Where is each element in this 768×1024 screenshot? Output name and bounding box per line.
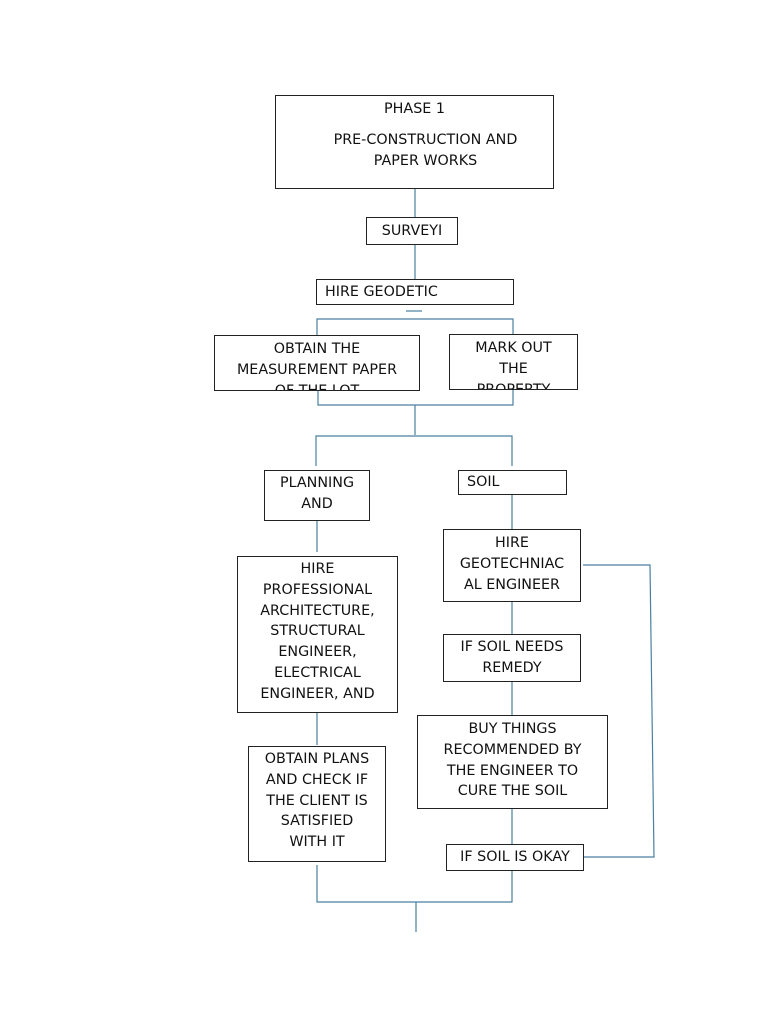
node-text: THE ENGINEER TO [446,762,579,779]
node-soil-needs-remedy: IF SOIL NEEDS REMEDY [443,634,581,682]
node-text: ENGINEER, [278,644,357,661]
node-soil: SOIL [458,470,567,495]
node-text: AL ENGINEER [463,576,560,593]
node-text: PROPERTY [476,381,551,390]
node-text: AND [301,495,333,512]
node-text: THE [499,360,528,377]
connector [583,564,655,858]
node-buy-things: BUY THINGS RECOMMENDED BY THE ENGINEER T… [417,715,608,809]
node-text: MARK OUT [475,340,552,356]
node-text: IF SOIL NEEDS [460,639,564,655]
connector [316,865,513,903]
node-hire-professional: HIRE PROFESSIONAL ARCHITECTURE, STRUCTUR… [237,556,398,713]
node-surveyi: SURVEYI [366,217,458,245]
node-text: OBTAIN PLANS [264,751,370,767]
node-text: AND CHECK IF [265,771,369,788]
node-obtain-measurement-paper: OBTAIN THE MEASUREMENT PAPER OF THE LOT [214,335,420,391]
node-text: PLANNING [279,475,355,491]
node-text: OF THE LOT [274,382,360,391]
connector [317,389,514,406]
node-planning: PLANNING AND [264,470,370,521]
node-text: PROFESSIONAL [262,581,373,598]
node-text: STRUCTURAL [270,623,365,640]
node-text: IF SOIL IS OKAY [460,849,570,865]
node-text: HIRE [300,561,335,577]
node-text: BUY THINGS [468,721,557,737]
phase-subtitle-line: PAPER WORKS [373,152,478,169]
phase-1-box: PHASE 1 PRE-CONSTRUCTION AND PAPER WORKS [275,95,554,189]
phase-title: PHASE 1 [384,101,445,117]
node-text: WITH IT [289,834,345,851]
node-mark-out-property: MARK OUT THE PROPERTY [449,334,578,390]
node-text: HIRE GEODETIC [325,284,438,300]
node-text: REMEDY [482,659,542,676]
phase-subtitle-line: PRE-CONSTRUCTION AND [333,131,518,148]
node-text: SATISFIED [280,813,354,830]
node-text: SOIL [467,474,500,490]
node-hire-geodetic: HIRE GEODETIC [316,279,514,305]
connector [315,435,513,466]
node-obtain-plans: OBTAIN PLANS AND CHECK IF THE CLIENT IS … [248,746,386,862]
node-text: MEASUREMENT PAPER [236,361,398,378]
node-hire-geotechnical-engineer: HIRE GEOTECHNIAC AL ENGINEER [443,529,581,602]
node-text: GEOTECHNIAC [459,555,565,572]
node-text: ENGINEER, AND [260,685,375,702]
node-text: THE CLIENT IS [266,792,368,809]
node-text: RECOMMENDED BY [443,741,582,758]
node-soil-okay: IF SOIL IS OKAY [446,844,584,871]
node-text: OBTAIN THE [273,341,361,357]
node-text: ARCHITECTURE, [260,602,375,619]
node-text: SURVEYI [381,223,443,239]
connector [316,318,514,335]
node-text: CURE THE SOIL [457,783,568,800]
node-text: HIRE [495,535,529,551]
node-text: ELECTRICAL [274,664,361,681]
